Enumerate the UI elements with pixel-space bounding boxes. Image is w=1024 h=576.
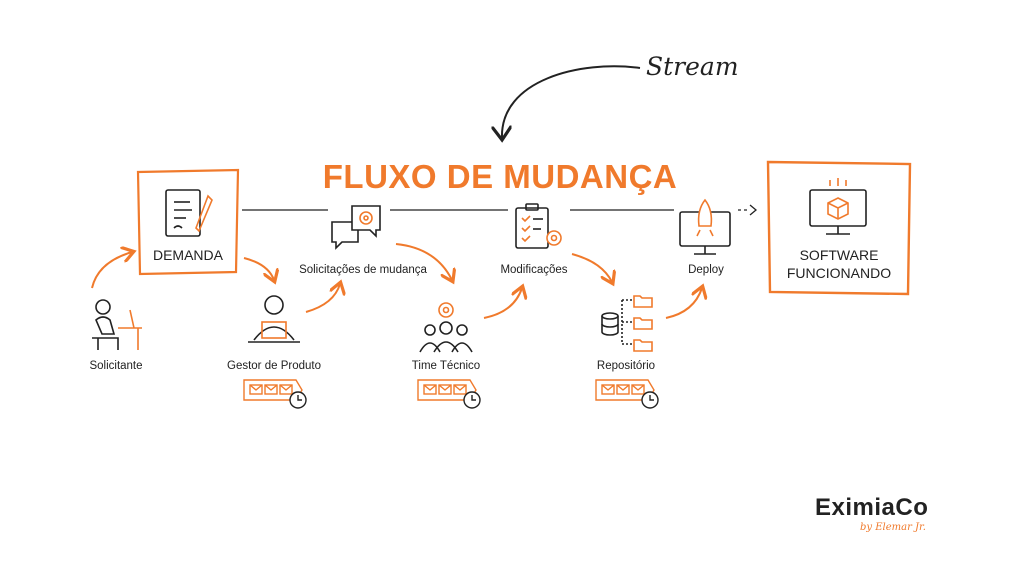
stream-arrow — [502, 65, 641, 138]
laptop-user-icon — [248, 295, 300, 343]
arrow-modificacoes-repositorio — [571, 253, 612, 282]
diagram-title: FLUXO DE MUDANÇA — [322, 158, 678, 195]
arrow-demanda-gestor — [243, 257, 274, 280]
demanda-label: DEMANDA — [152, 247, 223, 263]
demanda-box — [136, 168, 240, 276]
logo: EximiaCo — [815, 494, 929, 521]
stream-line — [242, 204, 758, 216]
stream-label: Stream — [646, 52, 739, 81]
arrow-solicitante-demanda — [91, 252, 132, 289]
node-gestor-label: Gestor de Produto — [227, 360, 321, 372]
person-at-desk-icon — [92, 299, 142, 350]
checklist-gear-icon — [515, 203, 562, 249]
queue-envelope-clock-icon — [595, 379, 659, 409]
software-label-line1: SOFTWARE — [799, 247, 879, 263]
node-deploy-label: Deploy — [688, 264, 724, 276]
chat-gear-icon — [331, 205, 381, 250]
queue-envelope-clock-icon — [417, 379, 481, 409]
software-box — [766, 160, 912, 296]
node-solicitacoes-label: Solicitações de mudança — [299, 264, 427, 276]
database-folders-icon — [601, 295, 653, 352]
node-repositorio-label: Repositório — [596, 360, 656, 372]
node-time-label: Time Técnico — [411, 360, 481, 372]
queue-envelope-clock-icon — [243, 379, 307, 409]
arrow-repositorio-deploy — [665, 288, 702, 319]
arrow-time-modificacoes — [483, 288, 522, 319]
node-solicitante-label: Solicitante — [89, 360, 143, 372]
arrow-gestor-solicitacoes — [305, 284, 340, 313]
arrow-solicitacoes-time — [395, 243, 452, 280]
node-modificacoes-label: Modificações — [500, 264, 568, 276]
team-gear-icon — [419, 302, 473, 353]
document-pen-icon — [165, 189, 213, 237]
monitor-cube-icon — [809, 178, 867, 235]
software-label-line2: FUNCIONANDO — [786, 265, 892, 281]
monitor-rocket-icon — [679, 198, 731, 255]
logo-tagline: by Elemar Jr. — [860, 522, 926, 533]
